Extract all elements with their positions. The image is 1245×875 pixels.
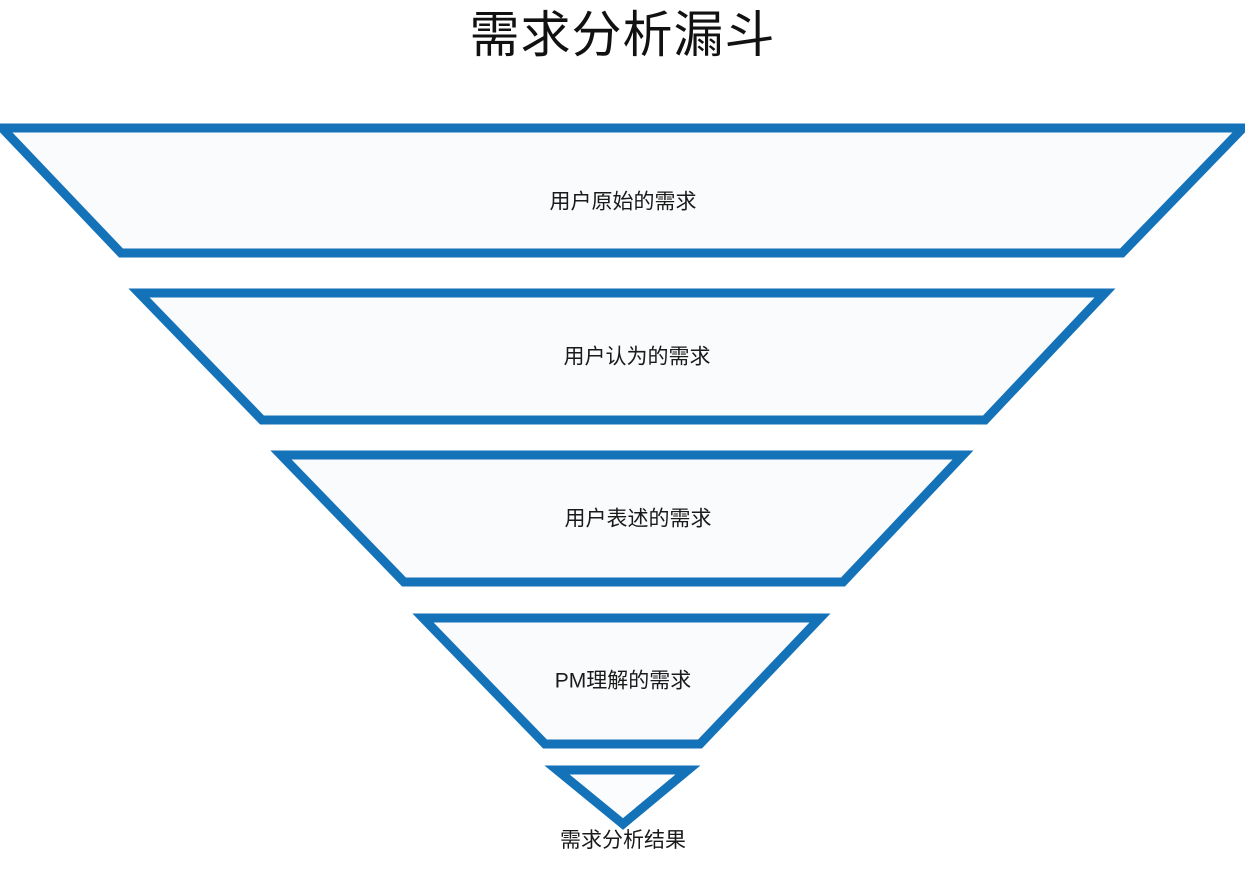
funnel-stage-4-label: PM理解的需求: [554, 669, 692, 693]
funnel-stage-5-label: 需求分析结果: [560, 829, 686, 852]
funnel-stage-2-label: 用户认为的需求: [563, 345, 711, 369]
funnel-stage-2-shape[interactable]: [128, 288, 1116, 425]
funnel-stage-4-shape[interactable]: [412, 613, 831, 749]
funnel-stage-1-label: 用户原始的需求: [549, 190, 697, 214]
funnel-stage-1-shape[interactable]: [0, 123, 1245, 258]
funnel-stage-3-label: 用户表述的需求: [564, 507, 712, 531]
funnel-stage-3-shape[interactable]: [270, 450, 974, 587]
funnel-stage-5-shape[interactable]: [544, 765, 701, 830]
page-title: 需求分析漏斗: [469, 7, 776, 63]
